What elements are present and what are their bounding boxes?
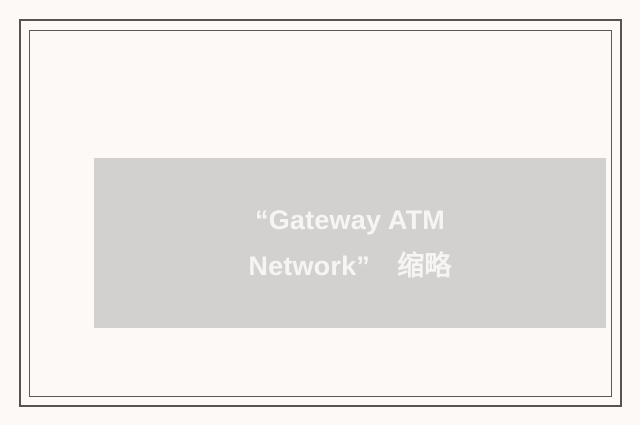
decorative-inner-frame: “Gateway ATM Network” 缩略 <box>29 30 612 397</box>
decorative-outer-frame <box>19 19 622 407</box>
image-placeholder-caption: “Gateway ATM Network” 缩略 <box>248 205 453 281</box>
image-placeholder-panel: “Gateway ATM Network” 缩略 <box>94 158 606 328</box>
